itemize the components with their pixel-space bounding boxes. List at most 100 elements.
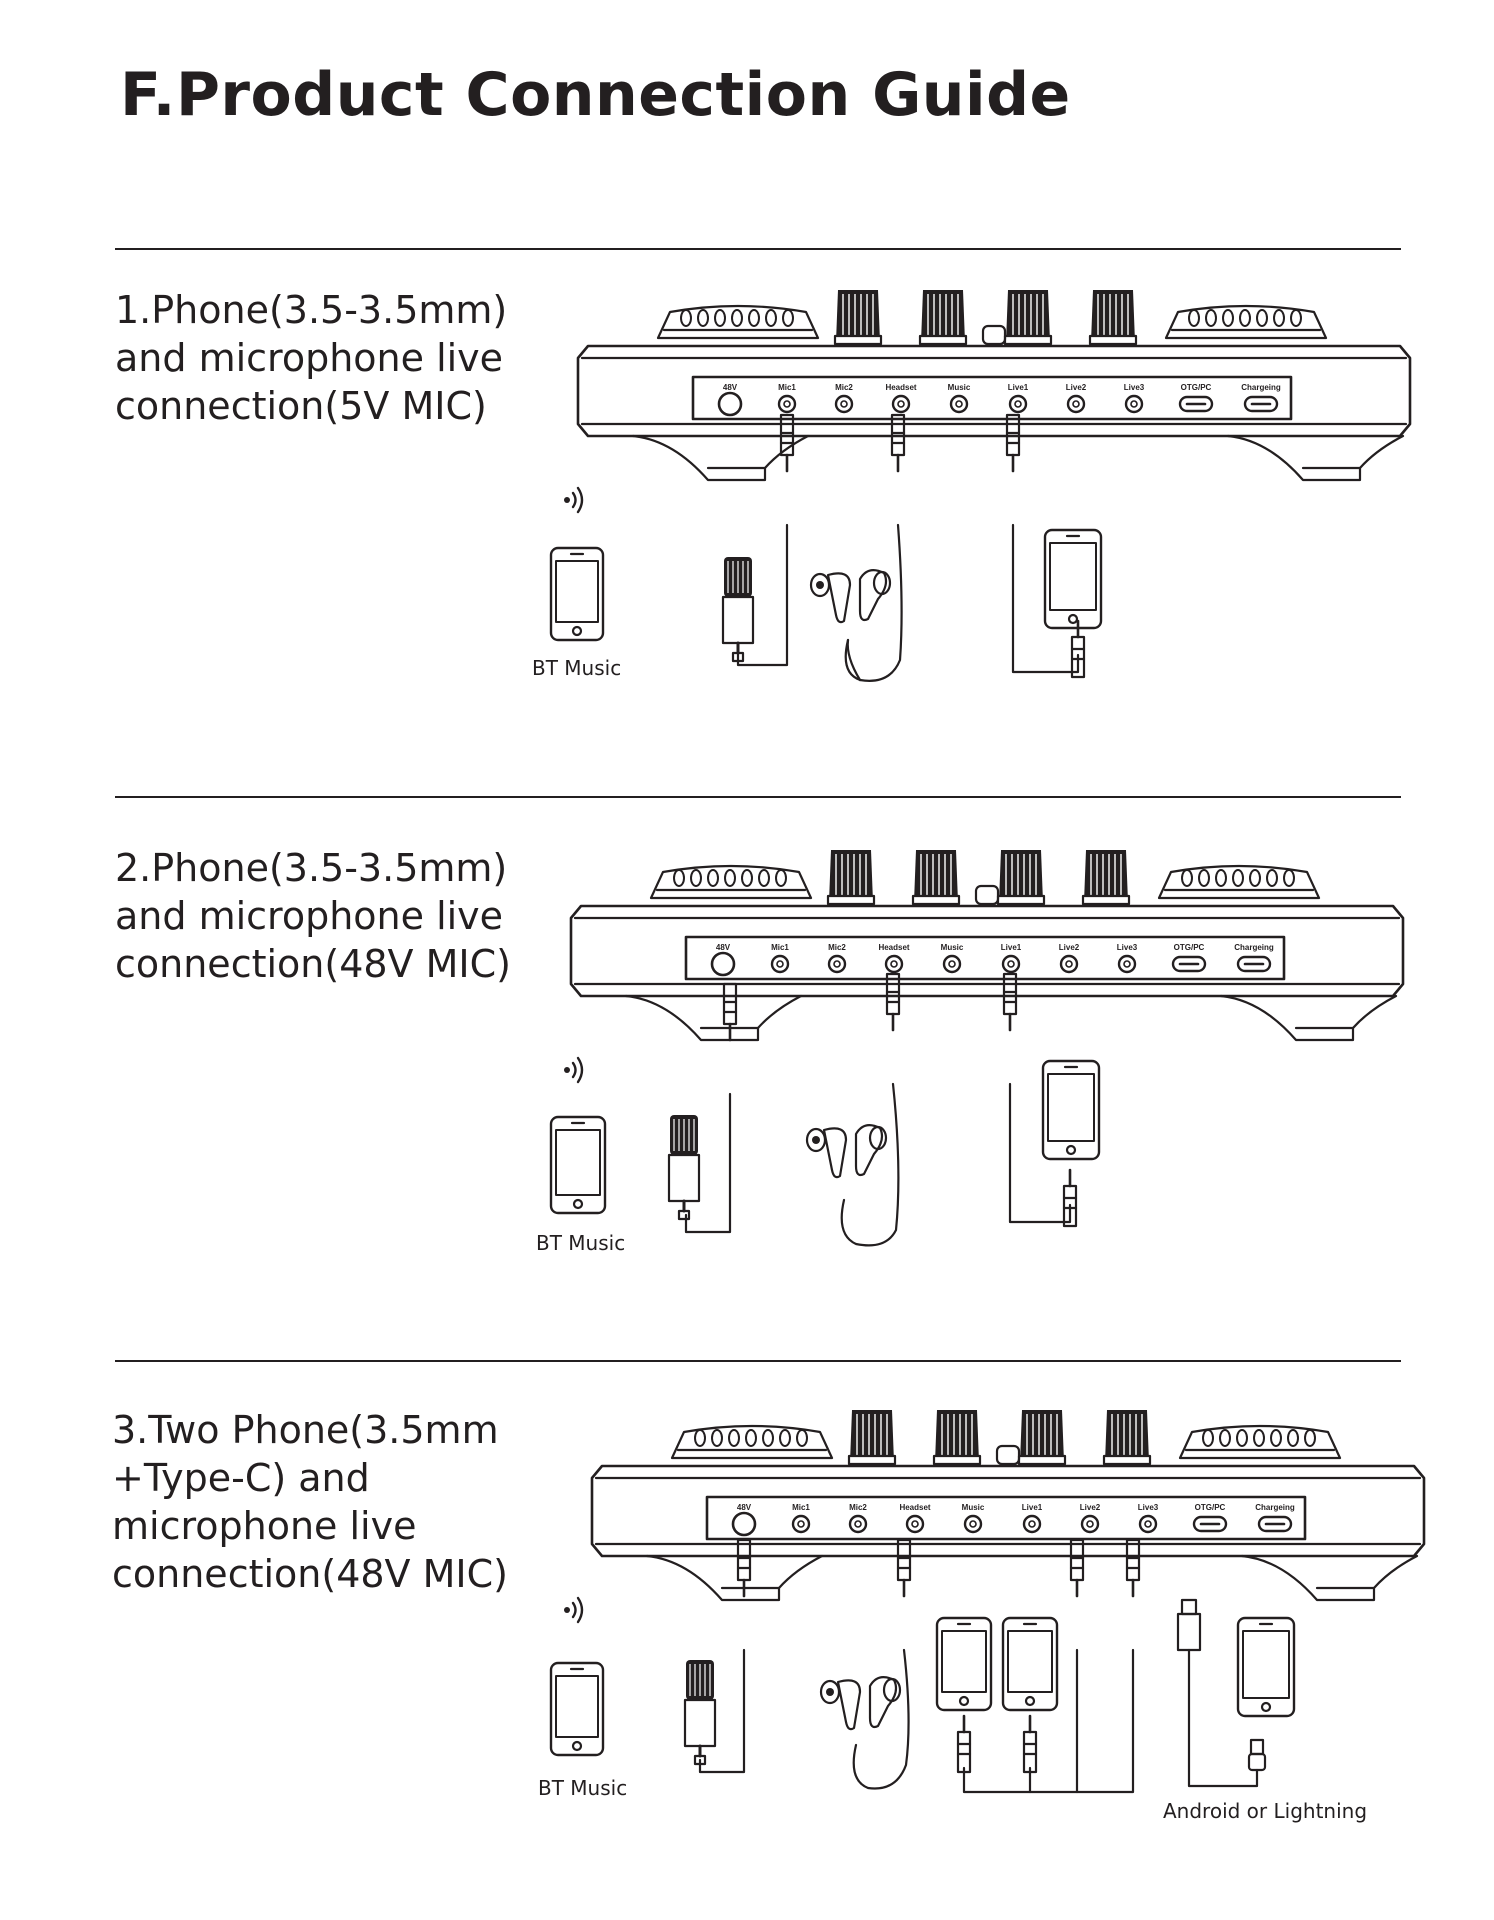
section-2-heading: 2.Phone(3.5-3.5mm) and microphone live c… (115, 844, 535, 988)
live2-plug (1069, 1538, 1085, 1598)
section-1-line: 1.Phone(3.5-3.5mm) (115, 288, 508, 332)
section-2-line: 2.Phone(3.5-3.5mm) (115, 846, 508, 890)
jack-port (1124, 394, 1144, 414)
port-label: Live1 (1008, 383, 1029, 392)
section-3-line: microphone live (112, 1504, 417, 1548)
bt-music-label: BT Music (538, 1776, 627, 1800)
jack-port (891, 394, 911, 414)
jack-port (1066, 394, 1086, 414)
section-1-heading: 1.Phone(3.5-3.5mm) and microphone live c… (115, 286, 535, 430)
volume-knob (847, 1410, 897, 1466)
section-1-line: and microphone live (115, 336, 504, 380)
live1-plug (1005, 413, 1021, 473)
jack-port (777, 394, 797, 414)
mixer-body (576, 344, 1412, 438)
jack-port (1001, 954, 1021, 974)
port-label: Music (948, 383, 971, 392)
left-foot (631, 434, 810, 482)
port-label: Music (962, 1503, 985, 1512)
port-label: 48V (716, 943, 731, 952)
right-speaker (1164, 304, 1328, 340)
port-label: Live3 (1117, 943, 1138, 952)
jack-port (1022, 1514, 1042, 1534)
port-label: OTG/PC (1174, 943, 1205, 952)
bt-phone-icon (549, 1661, 605, 1757)
volume-knob (1102, 1410, 1152, 1466)
live-phone-icon (935, 1616, 993, 1712)
volume-knob (1088, 290, 1138, 346)
left-speaker (649, 864, 813, 900)
microphone-icon (721, 557, 755, 663)
bt-music-label: BT Music (532, 656, 621, 680)
usb-c-port (1171, 955, 1207, 973)
microphone-icon (683, 1660, 717, 1766)
port-label: Mic1 (778, 383, 796, 392)
jack-port (848, 1514, 868, 1534)
jack-port (1138, 1514, 1158, 1534)
xlr-cable-plug (722, 982, 738, 1042)
mic1-plug (779, 413, 795, 473)
jack-port (1080, 1514, 1100, 1534)
xlr-port (710, 951, 736, 977)
port-label: Headset (885, 383, 916, 392)
mixer-body (590, 1464, 1426, 1558)
jack-port (1059, 954, 1079, 974)
jack-port (770, 954, 790, 974)
jack-port (1117, 954, 1137, 974)
port-label: Mic2 (828, 943, 846, 952)
phone-plug (1070, 619, 1086, 679)
port-label: Live2 (1066, 383, 1087, 392)
port-label: Mic2 (849, 1503, 867, 1512)
headset-cable (852, 1538, 912, 1790)
jack-port (963, 1514, 983, 1534)
section-divider (115, 248, 1401, 250)
live-phone-icon (1043, 528, 1103, 630)
jack-port (884, 954, 904, 974)
section-divider (115, 1360, 1401, 1362)
xlr-cable-plug (736, 1538, 752, 1598)
right-speaker (1157, 864, 1321, 900)
volume-knob (826, 850, 876, 906)
right-foot (1240, 1554, 1419, 1602)
live1-cable (1005, 413, 1080, 674)
port-label: Music (941, 943, 964, 952)
microphone-icon (667, 1115, 701, 1221)
port-panel (691, 375, 1293, 421)
section-3-heading: 3.Two Phone(3.5mm +Type-C) and microphon… (112, 1406, 532, 1598)
port-label: Mic1 (771, 943, 789, 952)
volume-knob (996, 850, 1046, 906)
volume-knob (932, 1410, 982, 1466)
page-title: F.Product Connection Guide (120, 60, 1071, 130)
jack-port (905, 1514, 925, 1534)
port-label: Live1 (1022, 1503, 1043, 1512)
live-phones-cable (956, 1538, 1141, 1794)
section-3-line: 3.Two Phone(3.5mm (112, 1408, 499, 1452)
port-label: OTG/PC (1181, 383, 1212, 392)
port-label: Live2 (1059, 943, 1080, 952)
port-label: Mic1 (792, 1503, 810, 1512)
section-2-line: connection(48V MIC) (115, 942, 511, 986)
volume-knob (1017, 1410, 1067, 1466)
mic-cable (684, 982, 738, 1234)
headset-cable (840, 972, 901, 1247)
earphones-icon (809, 568, 892, 624)
center-button (974, 884, 1000, 906)
bluetooth-signal-icon (564, 1596, 584, 1624)
port-panel (705, 1495, 1307, 1541)
center-button (995, 1444, 1021, 1466)
bt-phone-icon (549, 1115, 607, 1215)
usb-c-port (1178, 395, 1214, 413)
type-c-cable (1176, 1598, 1267, 1788)
left-foot (624, 994, 803, 1042)
jack-port (1008, 394, 1028, 414)
live1-plug (1002, 972, 1018, 1032)
port-label: OTG/PC (1195, 1503, 1226, 1512)
phone-plug (956, 1714, 972, 1774)
port-label: Headset (899, 1503, 930, 1512)
